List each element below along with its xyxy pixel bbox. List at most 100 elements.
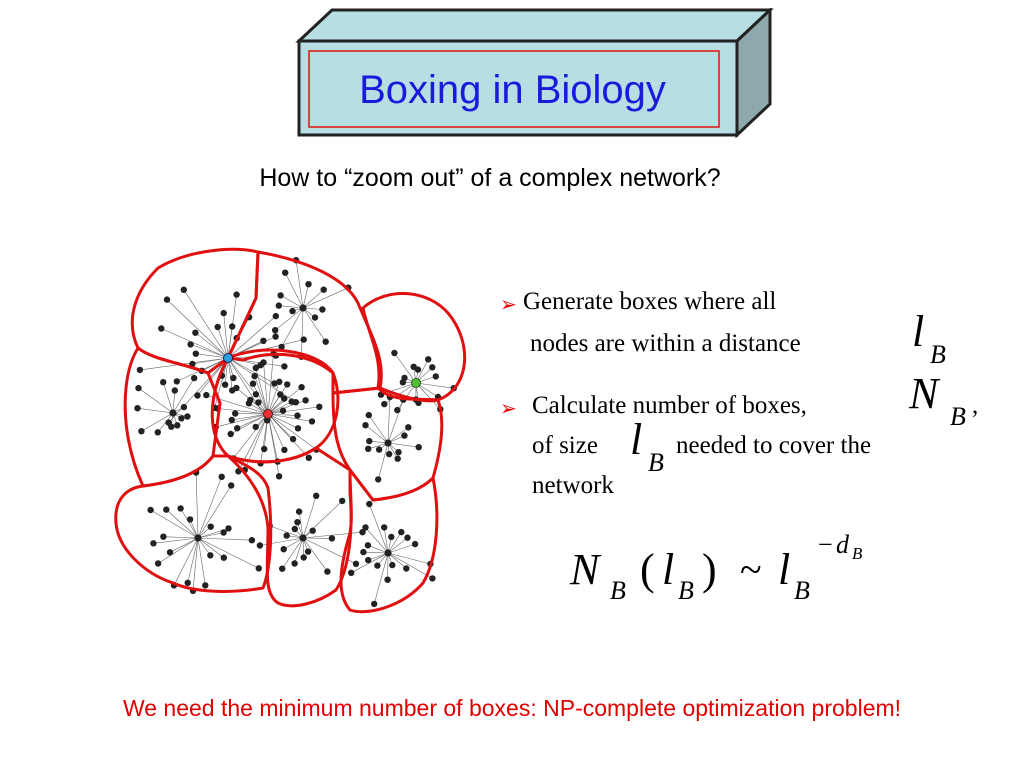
network-edge (227, 357, 275, 384)
network-node (405, 424, 412, 431)
network-node (281, 363, 288, 370)
network-edge (190, 344, 229, 359)
network-edge (267, 413, 317, 450)
network-node (249, 380, 257, 387)
network-node (374, 562, 381, 569)
bullet-arrow-1: ➢ (500, 292, 517, 316)
network-edge (275, 307, 304, 331)
network-node (352, 560, 360, 567)
network-node (158, 325, 165, 332)
network-edge (363, 551, 389, 554)
formula-exp-minus: − (818, 530, 833, 559)
network-edge (267, 413, 313, 422)
network-node (214, 323, 221, 331)
box-outlines (114, 247, 467, 614)
network-node (308, 418, 316, 425)
network-edge (197, 537, 252, 541)
network-node (272, 333, 279, 340)
var-l-1-sub: B (930, 340, 946, 369)
network-edge (217, 326, 229, 359)
network-node (229, 323, 236, 330)
network-node (366, 500, 373, 508)
network-edge (150, 509, 199, 539)
network-edge (227, 357, 296, 403)
network-node (194, 534, 202, 542)
formula-exp-d-sub: B (852, 544, 863, 563)
network-edge (197, 485, 232, 539)
var-l-2: l (630, 415, 643, 464)
network-node (256, 542, 264, 549)
network-node (203, 391, 210, 399)
network-edge (302, 537, 328, 572)
network-node (362, 524, 369, 531)
network-node (280, 546, 287, 553)
network-node (311, 314, 319, 321)
network-edge (267, 413, 299, 429)
hub-node-blue (223, 353, 233, 363)
bullet-1-line-1: Generate boxes where all (523, 288, 777, 315)
network-node (160, 533, 167, 540)
network-edge (183, 289, 229, 359)
network-edge (237, 413, 269, 429)
network-node (220, 554, 227, 561)
network-edge (197, 476, 222, 539)
network-edge (302, 495, 317, 539)
network-node (414, 366, 422, 373)
network-node (189, 360, 196, 368)
bullet-2-line-1: Calculate number of boxes, (532, 392, 807, 419)
network-node (294, 412, 301, 419)
formula-l: l (662, 545, 675, 594)
network-edge (302, 284, 309, 309)
network-node (186, 516, 194, 523)
network-node (163, 506, 170, 513)
network-edge (281, 307, 304, 348)
formula-tilde: ~ (740, 547, 762, 592)
box-outline-bottom-center (226, 446, 353, 608)
var-N-2-comma: , (972, 392, 979, 419)
network-edge (387, 552, 407, 569)
network-node (384, 576, 391, 583)
network-node (187, 341, 194, 348)
network-edge (301, 307, 304, 357)
network-node (220, 529, 227, 536)
box-outline-bottom-left (114, 454, 273, 593)
network-node (233, 384, 240, 392)
network-node (288, 398, 295, 405)
network-node (388, 533, 395, 541)
network-node (324, 568, 331, 575)
network-node (366, 437, 373, 445)
network-node (362, 422, 369, 429)
network-node (395, 449, 402, 456)
network-edge (141, 412, 174, 432)
network-node (233, 291, 240, 298)
network-node (386, 450, 393, 458)
network-node (154, 429, 161, 436)
bullet-1-line-2: nodes are within a distance (530, 330, 801, 357)
network-node (411, 540, 419, 548)
network-node (228, 416, 235, 424)
network-node (232, 410, 239, 417)
network-node (173, 378, 180, 385)
network-node (429, 364, 436, 371)
network-edge (195, 472, 199, 539)
network-edge (163, 536, 199, 539)
network-edge (227, 357, 233, 391)
network-edge (387, 427, 409, 444)
network-node (278, 343, 285, 351)
network-node (251, 372, 258, 380)
network-edge (294, 537, 304, 564)
network-edge (384, 382, 417, 405)
network-edge (227, 315, 276, 359)
network-edge (227, 357, 257, 395)
network-edge (387, 552, 431, 565)
network-edge (267, 413, 310, 459)
bullet-2-line-2-post: needed to cover the (676, 432, 872, 459)
network-edge (383, 527, 389, 554)
network-node (171, 387, 178, 394)
formula-l-sub: B (678, 576, 694, 605)
network-edge (227, 326, 233, 359)
network-edge (168, 357, 229, 423)
network-node (381, 400, 388, 408)
network-edge (153, 537, 199, 544)
network-node (134, 405, 141, 412)
